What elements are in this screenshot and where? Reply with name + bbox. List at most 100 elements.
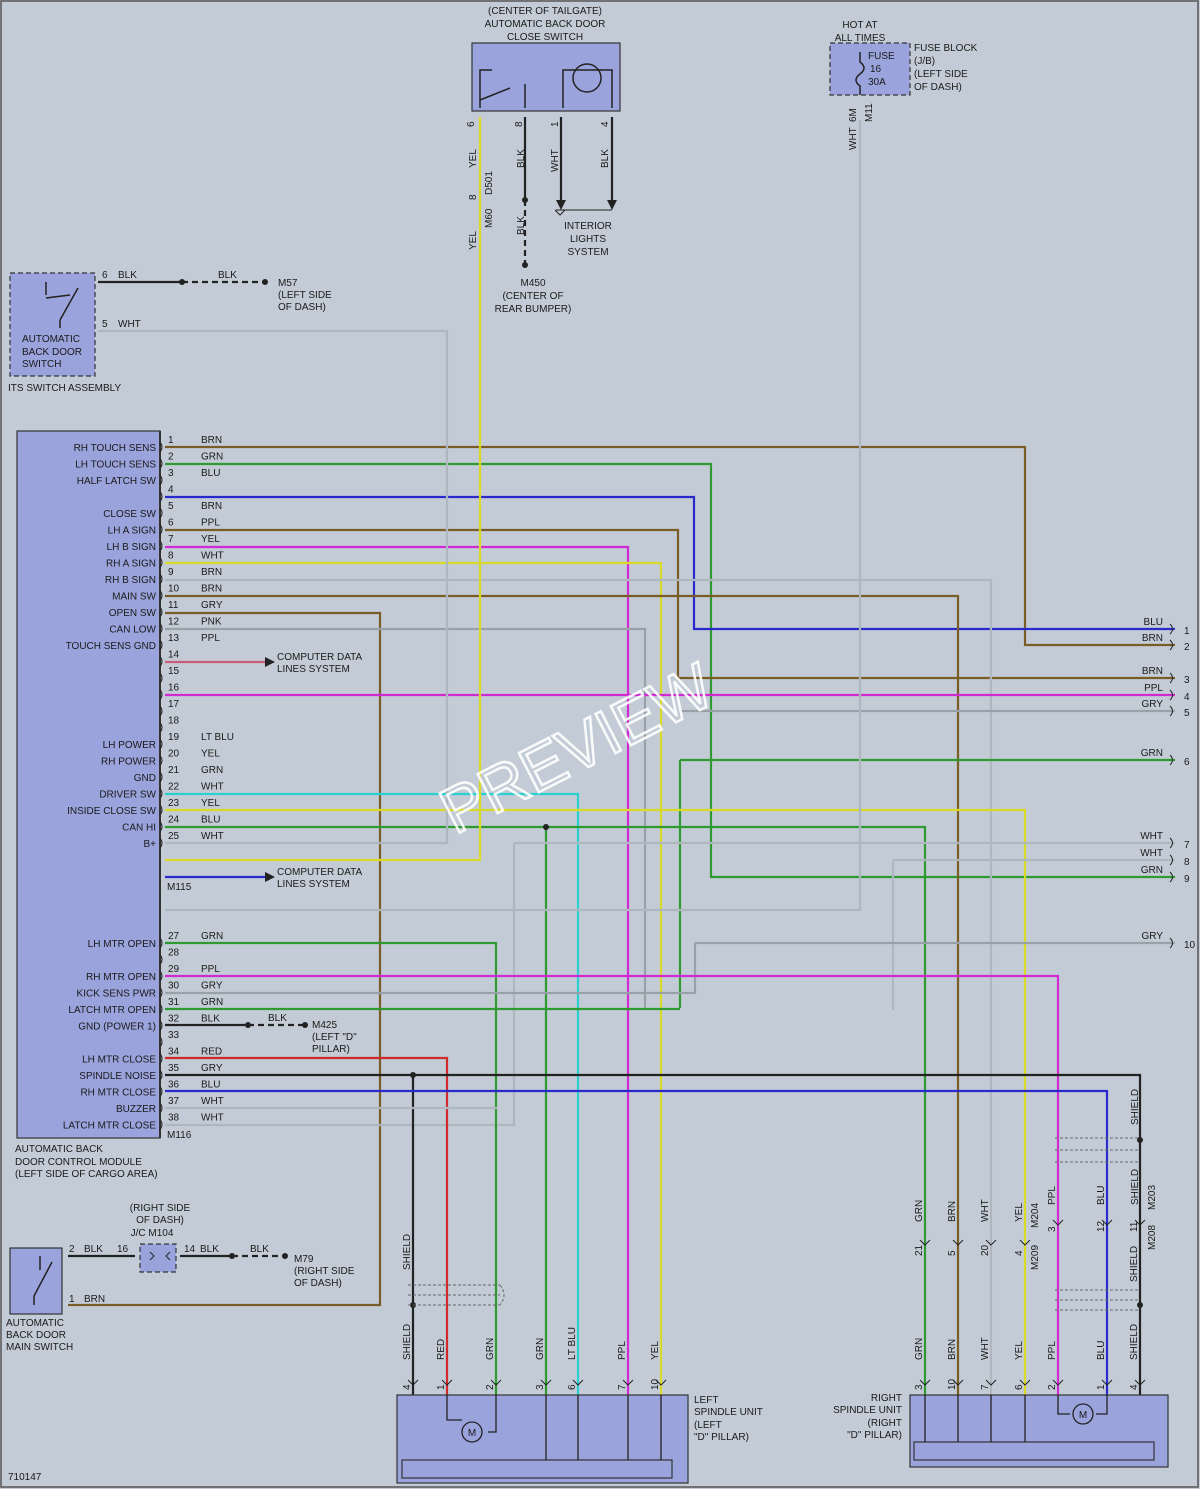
module-pin-wire-color: PNK: [201, 617, 222, 628]
module-pin-number: 2: [168, 452, 174, 463]
wire-right-10: [165, 941, 1175, 995]
module-pin-signal: CLOSE SW: [103, 509, 156, 520]
wire-spindle-noise: [165, 1073, 1142, 1395]
svg-text:ALL TIMES: ALL TIMES: [835, 33, 886, 44]
left-spindle-pin-number: 7: [617, 1384, 628, 1390]
module-pin-number: 36: [168, 1080, 180, 1091]
right-inline-pin-wire: PPL: [1047, 1186, 1058, 1205]
svg-text:FUSE BLOCK: FUSE BLOCK: [914, 43, 978, 54]
svg-text:RIGHT: RIGHT: [871, 1393, 902, 1404]
module-pin-signal: SPINDLE NOISE: [79, 1071, 156, 1082]
module-pin-number: 14: [168, 650, 180, 661]
module-pin-signal: RH MTR CLOSE: [80, 1088, 156, 1099]
module-pin-number: 11: [168, 600, 179, 611]
svg-text:LEFT: LEFT: [694, 1395, 718, 1406]
right-spindle-pin-number: 7: [980, 1384, 991, 1390]
right-spindle-pin-wire: SHIELD: [1129, 1324, 1140, 1360]
svg-text:M79: M79: [294, 1254, 314, 1265]
svg-text:(RIGHT SIDE: (RIGHT SIDE: [130, 1203, 191, 1214]
close-switch-text: (CENTER OF TAILGATE) AUTOMATIC BACK DOOR…: [485, 6, 606, 43]
right-terminal-wire: PPL: [1144, 683, 1163, 694]
wire-lh-b-sign: [165, 561, 663, 1395]
module-pin-signal: TOUCH SENS GND: [66, 641, 156, 652]
module-pin-number: 8: [168, 551, 174, 562]
left-spindle-pin-number: 10: [650, 1378, 661, 1390]
connector-d501: 8 D501 M60 YEL BLK: [468, 171, 527, 250]
svg-text:8: 8: [468, 194, 479, 200]
svg-text:OF DASH): OF DASH): [914, 82, 962, 93]
module-pin-wire-color: BRN: [201, 501, 222, 512]
switch-contact-icon: [479, 63, 613, 108]
wire-main-sw: [68, 611, 382, 1307]
module-pin-signal: LATCH MTR OPEN: [68, 1005, 156, 1016]
module-pin-tick: [159, 738, 163, 750]
control-module-box: [16, 430, 161, 1139]
control-module-text: AUTOMATIC BACK DOOR CONTROL MODULE (LEFT…: [15, 652, 363, 1180]
right-terminal-wire: BRN: [1142, 633, 1163, 644]
module-pin-signal: INSIDE CLOSE SW: [67, 806, 156, 817]
svg-text:M: M: [1079, 1410, 1087, 1421]
right-spindle-pin-wire: BRN: [947, 1339, 958, 1360]
svg-text:(J/B): (J/B): [914, 56, 935, 67]
module-pin-number: 16: [168, 683, 180, 694]
svg-text:INTERIOR: INTERIOR: [564, 221, 612, 232]
its-switch-contact-icon: [45, 282, 79, 328]
wire-close-sw: [165, 528, 1175, 680]
module-pin-tick: [159, 623, 163, 634]
module-pin-wire-color: WHT: [201, 551, 224, 562]
svg-text:PILLAR): PILLAR): [312, 1044, 350, 1055]
wire-lh-mtr-open: [165, 941, 498, 1395]
wire-right-8: [891, 858, 1175, 1010]
right-inline-pin-number: 3: [1047, 1226, 1058, 1232]
right-inline-pin-wire: WHT: [980, 1199, 991, 1222]
module-pin-tick: [159, 507, 163, 519]
svg-text:(CENTER OF TAILGATE): (CENTER OF TAILGATE): [488, 6, 602, 17]
svg-text:"D" PILLAR): "D" PILLAR): [694, 1432, 749, 1443]
svg-text:HOT AT: HOT AT: [842, 20, 877, 31]
close-switch-pins: 6 8 1 4 YEL BLK WHT BLK: [466, 121, 611, 172]
module-pin-number: 33: [168, 1030, 180, 1041]
svg-text:"D" PILLAR): "D" PILLAR): [847, 1430, 902, 1441]
module-pin-number: 29: [168, 964, 180, 975]
module-pin-signal: LH MTR CLOSE: [82, 1055, 156, 1066]
module-pin-tick: [159, 458, 163, 469]
right-spindle-pin-wire: YEL: [1014, 1341, 1025, 1360]
right-spindle-text: RIGHT SPINDLE UNIT (RIGHT "D" PILLAR) M2…: [833, 1089, 1158, 1441]
module-pin-tick: [159, 573, 163, 585]
right-terminal-wire: GRY: [1142, 931, 1164, 942]
fuse-block-box: [829, 42, 911, 96]
svg-text:M209: M209: [1030, 1245, 1041, 1270]
module-pin-number: 12: [168, 617, 180, 628]
module-pin-signal: RH POWER: [101, 757, 156, 768]
module-pin-wire-color: PPL: [201, 633, 220, 644]
right-inline-pin-wire: YEL: [1014, 1203, 1025, 1222]
svg-text:SWITCH: SWITCH: [22, 359, 61, 370]
module-pin-tick: [159, 1119, 163, 1130]
svg-text:16: 16: [870, 64, 882, 75]
svg-text:BLK: BLK: [516, 149, 527, 168]
module-pin-number: 31: [168, 997, 180, 1008]
svg-text:6: 6: [466, 121, 477, 127]
svg-text:AUTOMATIC BACK: AUTOMATIC BACK: [15, 1144, 103, 1155]
right-terminal-number: 8: [1184, 857, 1190, 868]
left-spindle-pin-wire: YEL: [650, 1341, 661, 1360]
module-pin-number: 20: [168, 749, 180, 760]
left-spindle-pin-wire: LT BLU: [567, 1327, 578, 1360]
wire-rh-b-sign: [165, 594, 960, 1395]
module-pin-signal: LH POWER: [103, 740, 156, 751]
main-switch-box: [9, 1247, 63, 1315]
module-pin-tick: [159, 755, 163, 766]
its-switch-box: [9, 272, 96, 377]
right-spindle-pin-number: 10: [947, 1378, 958, 1390]
module-pin-wire-color: BLU: [201, 1080, 220, 1091]
right-terminal-number: 1: [1184, 626, 1190, 637]
svg-text:ITS SWITCH ASSEMBLY: ITS SWITCH ASSEMBLY: [8, 383, 121, 394]
svg-text:AUTOMATIC BACK DOOR: AUTOMATIC BACK DOOR: [485, 19, 606, 30]
module-pin-signal: BUZZER: [116, 1104, 156, 1115]
svg-text:6M: 6M: [848, 108, 859, 122]
right-terminal-wire: GRN: [1141, 865, 1163, 876]
left-spindle-pin-wire: PPL: [617, 1341, 628, 1360]
left-spindle-pin-number: 3: [535, 1384, 546, 1390]
